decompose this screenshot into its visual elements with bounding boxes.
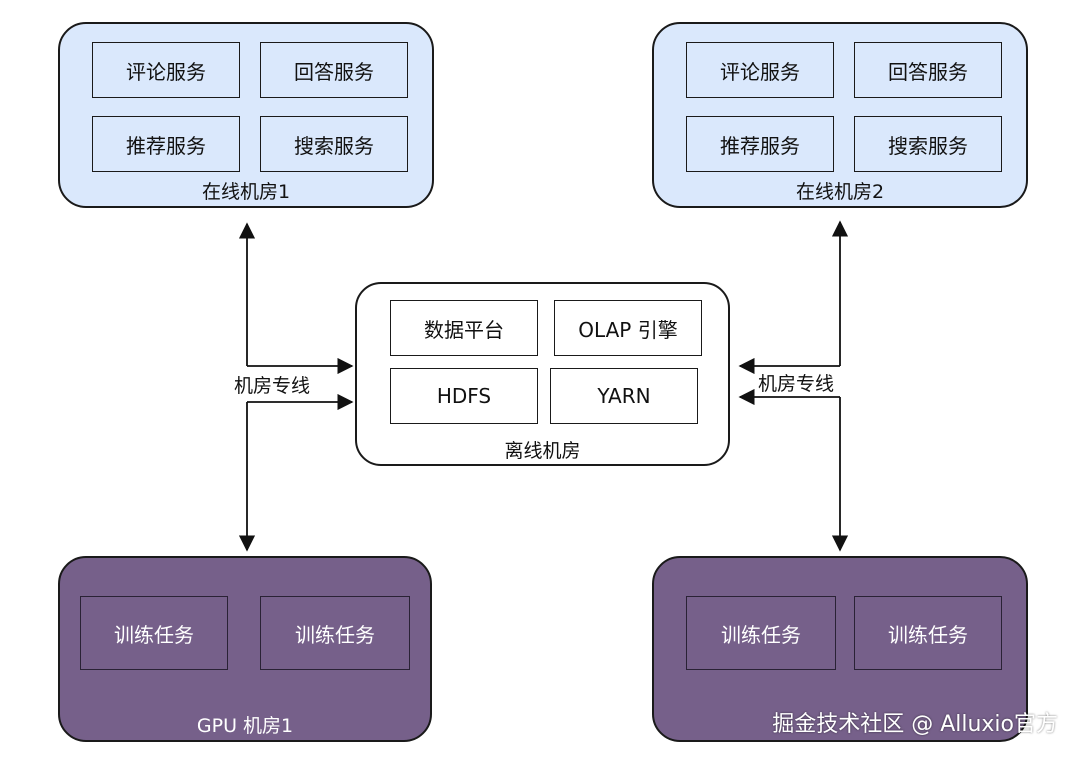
gpu-room-1-label: GPU 机房1	[196, 715, 294, 737]
service-yarn: YARN	[550, 368, 698, 424]
online-room-2-label: 在线机房2	[795, 181, 885, 203]
service-comment: 评论服务	[92, 42, 240, 98]
online-room-1-label: 在线机房1	[201, 181, 291, 203]
service-recommend: 推荐服务	[686, 116, 834, 172]
service-training-task: 训练任务	[686, 596, 836, 670]
offline-room: 数据平台 OLAP 引擎 HDFS YARN 离线机房	[355, 282, 730, 466]
service-data-platform: 数据平台	[390, 300, 538, 356]
service-search: 搜索服务	[854, 116, 1002, 172]
gpu-room-2: 训练任务 训练任务	[652, 556, 1028, 742]
service-training-task: 训练任务	[260, 596, 410, 670]
gpu-room-1: 训练任务 训练任务 GPU 机房1	[58, 556, 432, 742]
watermark: 掘金技术社区 @ Alluxio官方	[772, 712, 1058, 737]
service-recommend: 推荐服务	[92, 116, 240, 172]
online-room-2: 评论服务 回答服务 推荐服务 搜索服务 在线机房2	[652, 22, 1028, 208]
left-link-label: 机房专线	[232, 371, 313, 398]
service-olap-engine: OLAP 引擎	[554, 300, 702, 356]
right-link-label: 机房专线	[756, 369, 837, 396]
service-answer: 回答服务	[854, 42, 1002, 98]
offline-room-label: 离线机房	[504, 440, 581, 462]
service-search: 搜索服务	[260, 116, 408, 172]
service-comment: 评论服务	[686, 42, 834, 98]
online-room-1: 评论服务 回答服务 推荐服务 搜索服务 在线机房1	[58, 22, 434, 208]
service-answer: 回答服务	[260, 42, 408, 98]
service-training-task: 训练任务	[80, 596, 228, 670]
service-hdfs: HDFS	[390, 368, 538, 424]
service-training-task: 训练任务	[854, 596, 1002, 670]
